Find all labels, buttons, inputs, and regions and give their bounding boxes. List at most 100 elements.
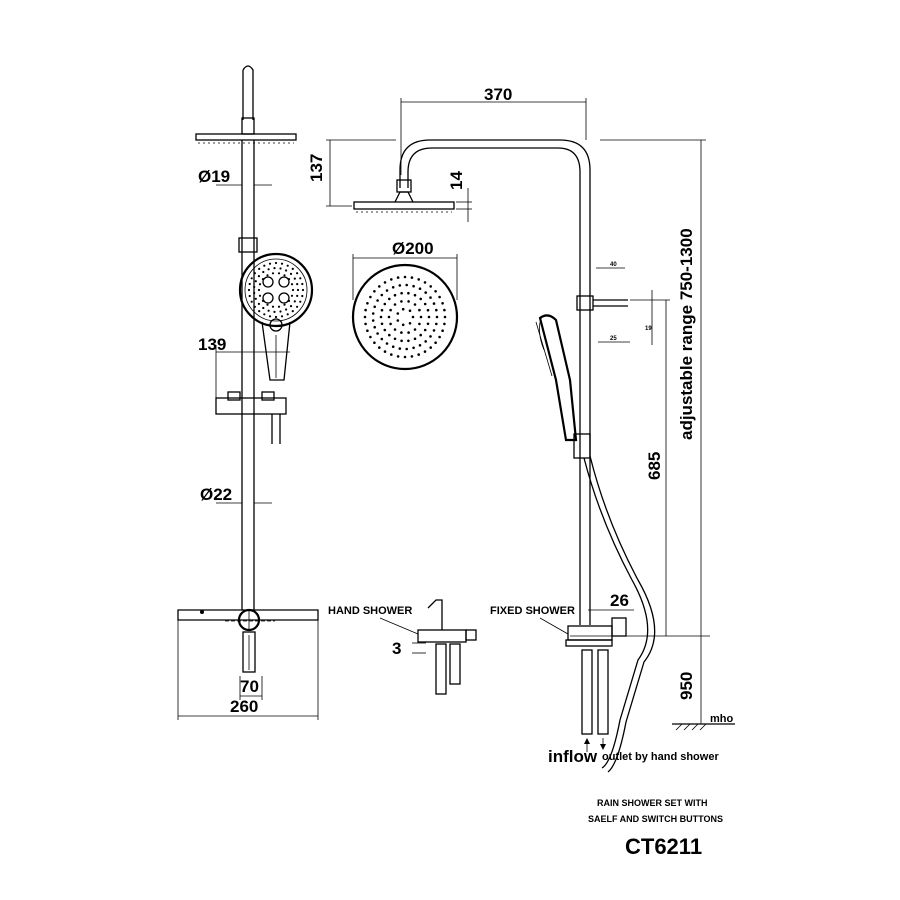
nozzle-dot [263, 264, 266, 267]
front-shelf-dot [200, 610, 204, 614]
nozzle-dot [247, 288, 251, 292]
dim-137: 137 [307, 154, 326, 182]
nozzle-dot [250, 300, 253, 303]
nozzle-dot [388, 333, 391, 337]
front-hand-button-4 [278, 292, 290, 304]
front-shelf [177, 609, 319, 621]
nozzle-dot [410, 355, 414, 358]
side-inlet-pipe-1 [581, 649, 593, 735]
front-slider [238, 237, 258, 253]
model-number: CT6211 [625, 834, 702, 859]
front-hand-shower-inner [244, 258, 308, 322]
nozzle-dot [429, 335, 432, 338]
front-hand-shower-nozzles [247, 261, 305, 319]
nozzle-dot [291, 310, 294, 313]
nozzle-dot [262, 306, 265, 310]
nozzle-dot [253, 285, 256, 289]
nozzle-dot [393, 328, 397, 331]
nozzle-dot [383, 281, 387, 284]
nozzle-dot [407, 300, 410, 303]
nozzle-dot [279, 267, 282, 270]
nozzle-dot [407, 331, 410, 334]
side-view: 137 14 370 40 25 19 [307, 85, 735, 773]
nozzle-dot [405, 283, 409, 287]
front-rain-head-connector [241, 117, 255, 135]
side-hand-shower [538, 314, 578, 442]
nozzle-dot [390, 353, 393, 356]
front-hand-button-1 [262, 276, 274, 288]
front-top-rod [242, 65, 254, 120]
nozzle-dot [396, 355, 400, 358]
nozzle-dot [400, 339, 403, 343]
nozzle-dot [418, 344, 422, 347]
nozzle-dot [417, 353, 421, 356]
outlet-label: outlet by hand shower [602, 751, 719, 763]
nozzle-dot [277, 272, 281, 275]
nozzle-dot [423, 302, 427, 306]
fixed-shower-leader [539, 617, 569, 635]
nozzle-dot [266, 274, 269, 277]
nozzle-dot [389, 322, 392, 326]
nozzle-dot [429, 346, 433, 349]
nozzle-dot [389, 308, 392, 312]
detail-pipe-2 [449, 643, 461, 685]
nozzle-dot [418, 287, 422, 291]
nozzle-dot [435, 308, 438, 312]
floor-hatch [675, 723, 707, 731]
side-valve [567, 625, 613, 641]
nozzle-dot [253, 272, 256, 275]
nozzle-dot [371, 319, 375, 322]
nozzle-dot [434, 290, 437, 293]
dim-dia-22: Ø22 [200, 485, 232, 504]
front-hand-shower-head [238, 252, 314, 328]
rain-head-top-view: Ø200 [351, 239, 459, 371]
nozzle-dot [393, 293, 397, 297]
nozzle-dot [274, 261, 278, 265]
nozzle-dot [408, 322, 412, 325]
nozzle-dot [257, 302, 260, 305]
nozzle-dot [301, 282, 304, 286]
dim-26: 26 [610, 591, 629, 610]
nozzle-dot [424, 340, 428, 343]
side-arm-outer [399, 139, 591, 625]
side-inlet-pipe-2 [597, 649, 609, 735]
nozzle-dot [268, 315, 272, 318]
floor-label: mho [710, 713, 734, 725]
nozzle-dot [432, 302, 436, 305]
nozzle-dot [427, 315, 431, 319]
nozzle-dot [426, 322, 430, 326]
side-head-joint [396, 179, 412, 193]
nozzle-dot [283, 303, 286, 306]
nozzle-dot [426, 308, 430, 312]
nozzle-dot [401, 323, 405, 327]
nozzle-dot [391, 345, 395, 349]
dim-small-a: 40 [610, 262, 617, 268]
dim-adjustable-range: adjustable range 750-1300 [677, 228, 696, 440]
nozzle-dot [393, 337, 397, 341]
nozzle-dot [383, 302, 387, 306]
nozzle-dot [296, 283, 299, 286]
nozzle-dot [266, 303, 269, 306]
title-line-1: RAIN SHOWER SET WITH [597, 798, 708, 808]
nozzle-dot [258, 294, 262, 297]
nozzle-dot [396, 319, 400, 322]
side-slider [576, 295, 594, 311]
dim-139: 139 [198, 335, 226, 354]
nozzle-dot [277, 305, 281, 308]
nozzle-dot [443, 308, 446, 312]
nozzle-dot [299, 277, 302, 280]
front-hand-handle-button [269, 318, 283, 332]
detail-valve-knob [465, 629, 477, 641]
dim-small-b: 25 [610, 336, 617, 342]
nozzle-dot [280, 262, 284, 265]
nozzle-dot [387, 315, 391, 319]
front-hand-button-3 [262, 292, 274, 304]
nozzle-dot [400, 300, 403, 303]
nozzle-dot [293, 277, 296, 280]
nozzle-dot [378, 346, 381, 349]
nozzle-dot [413, 303, 417, 306]
front-view: Ø19 139 Ø22 70 260 [177, 65, 319, 720]
nozzle-dot [419, 297, 423, 301]
nozzle-dot [273, 310, 276, 313]
